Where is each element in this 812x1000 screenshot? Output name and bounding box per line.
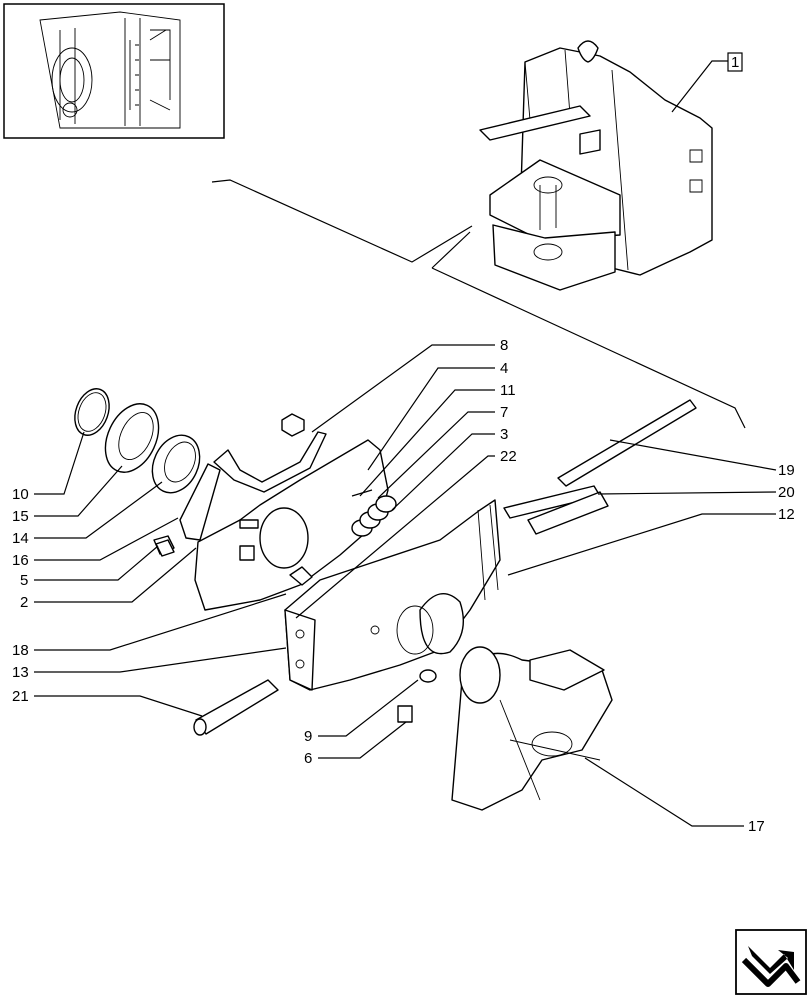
- callout-17: 17: [748, 818, 765, 835]
- callout-1: 1: [731, 54, 739, 71]
- callout-14: 14: [12, 530, 29, 547]
- sleeve-part-6: [397, 705, 413, 723]
- spring-part-7: [351, 489, 397, 537]
- hitch-bracket-part-1: [479, 40, 713, 291]
- callout-20: 20: [778, 484, 795, 501]
- lever-arm-part-16: [179, 463, 221, 541]
- main-housing-part-13: [284, 499, 501, 691]
- callout-6: 6: [304, 750, 312, 767]
- callout-9: 9: [304, 728, 312, 745]
- callout-15: 15: [12, 508, 29, 525]
- tractor-rear-thumbnail-icon: [3, 3, 225, 139]
- clip-part-9: [419, 669, 437, 683]
- callout-16: 16: [12, 552, 29, 569]
- bushing-part-14: [151, 434, 201, 494]
- callout-3: 3: [500, 426, 508, 443]
- bolt-part-5: [155, 539, 175, 557]
- callout-12: 12: [778, 506, 795, 523]
- callout-21: 21: [12, 688, 29, 705]
- callout-10: 10: [12, 486, 29, 503]
- callout-4: 4: [500, 360, 508, 377]
- section-separator-line: [211, 179, 746, 429]
- callout-8: 8: [500, 337, 508, 354]
- next-page-arrow-icon[interactable]: [735, 929, 807, 995]
- callout-13: 13: [12, 664, 29, 681]
- callout-7: 7: [500, 404, 508, 421]
- hitch-jaw-part-17: [451, 646, 613, 811]
- callout-2: 2: [20, 594, 28, 611]
- pin-part-21: [195, 679, 279, 735]
- seal-ring-part-15: [104, 403, 160, 473]
- callout-18: 18: [12, 642, 29, 659]
- lever-rod-part-8: [213, 431, 327, 493]
- callout-5: 5: [20, 572, 28, 589]
- callout-22: 22: [500, 448, 517, 465]
- callout-11: 11: [500, 382, 516, 399]
- callout-19: 19: [778, 462, 795, 479]
